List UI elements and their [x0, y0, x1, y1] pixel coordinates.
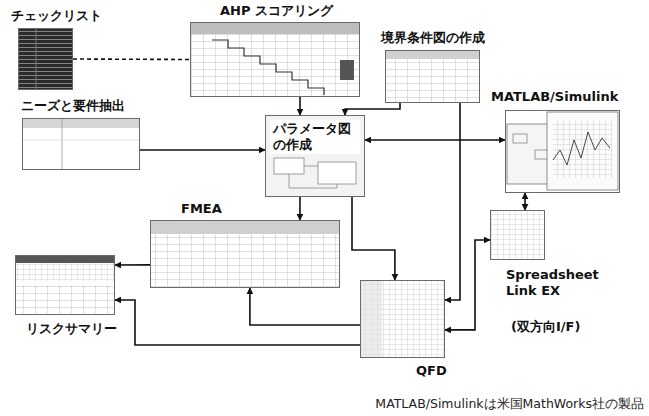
illustration-line: [22, 140, 140, 141]
spreadsheet-picture: [490, 210, 545, 260]
illustration-rect: [360, 280, 382, 358]
node-label: チェックリスト: [11, 8, 102, 24]
risk-box: リスクサマリー: [15, 255, 115, 315]
illustration-rect: [265, 115, 365, 197]
boundary-box: 境界条件図の作成: [385, 50, 480, 103]
illustration-rect: [190, 22, 360, 34]
node-label: 境界条件図の作成: [381, 30, 485, 46]
flow-arrow: [524, 193, 526, 210]
illustration-rect: [15, 255, 115, 263]
illustration-rect: [22, 118, 140, 128]
illustration-rect: [18, 28, 73, 90]
flow-arrow: [140, 149, 265, 151]
illustration-rect: [360, 280, 445, 358]
flow-arrow: [299, 197, 301, 220]
illustration-rect: [150, 220, 340, 288]
flow-arrow: [115, 300, 360, 345]
illustration-polyline: [212, 40, 324, 95]
parameter-box: パラメータ図 の作成: [265, 115, 365, 197]
link-line: [73, 58, 190, 60]
illustration-rect: [340, 60, 354, 80]
illustration-rect: [15, 285, 115, 315]
illustration-rect: [553, 120, 612, 178]
spreadsheet-box: Spreadsheet Link EX(双方向I/F): [490, 210, 545, 260]
risk-summary-picture: [15, 255, 115, 315]
illustration-rect: [490, 210, 545, 260]
illustration-rect: [274, 158, 304, 174]
checklist-picture: [18, 28, 73, 90]
caption: MATLAB/Simulinkは米国MathWorks社の製品: [375, 396, 644, 412]
illustration-polyline: [553, 132, 610, 165]
flow-arrow: [345, 103, 400, 115]
node-label: MATLAB/Simulink: [491, 89, 618, 105]
illustration-rect: [513, 134, 527, 143]
flow-arrow: [445, 240, 490, 330]
node-label: Spreadsheet Link EX: [506, 267, 599, 299]
illustration-rect: [385, 50, 480, 59]
flow-arrow: [115, 264, 150, 266]
illustration-rect: [190, 22, 360, 97]
boundary-table-picture: [385, 50, 480, 103]
illustration-rect: [150, 234, 340, 288]
node-label: パラメータ図 の作成: [270, 120, 360, 154]
node-label: ニーズと要件抽出: [21, 98, 125, 114]
simulink-box: MATLAB/Simulink: [505, 110, 620, 193]
fmea-table-picture: [150, 220, 340, 288]
ahp-table-picture: [190, 22, 360, 97]
qfd-box: QFD: [360, 280, 445, 358]
illustration-rect: [385, 59, 480, 103]
qfd-matrix-picture: [360, 280, 445, 358]
flow-arrow: [352, 197, 395, 280]
flow-arrow: [445, 103, 460, 300]
illustration-path: [289, 166, 337, 188]
node-label: AHP スコアリング: [220, 3, 333, 19]
illustration-rect: [547, 112, 618, 190]
illustration-rect: [22, 118, 140, 170]
flow-arrow: [365, 139, 505, 141]
parameter-diagram-picture: [265, 115, 365, 197]
checklist-box: チェックリスト: [18, 28, 73, 90]
flow-arrow: [250, 288, 360, 325]
illustration-rect: [190, 34, 360, 97]
node-label: QFD: [416, 363, 447, 379]
illustration-rect: [490, 210, 545, 260]
illustration-rect: [15, 263, 115, 281]
illustration-rect: [18, 28, 73, 90]
illustration-rect: [150, 220, 340, 234]
fmea-box: FMEA: [150, 220, 340, 288]
ahp-box: AHP スコアリング: [190, 22, 360, 97]
node-label: FMEA: [181, 201, 222, 217]
illustration-line: [36, 28, 37, 90]
illustration-rect: [360, 280, 445, 358]
needs-box: ニーズと要件抽出: [22, 118, 140, 170]
illustration-line: [62, 118, 63, 170]
node-note: (双方向I/F): [511, 319, 580, 335]
illustration-rect: [15, 255, 115, 315]
illustration-rect: [318, 162, 356, 184]
needs-table-picture: [22, 118, 140, 170]
node-label: リスクサマリー: [26, 321, 117, 337]
simulink-screens-picture: [507, 112, 618, 190]
illustration-rect: [385, 50, 480, 103]
flow-arrow: [299, 97, 301, 115]
